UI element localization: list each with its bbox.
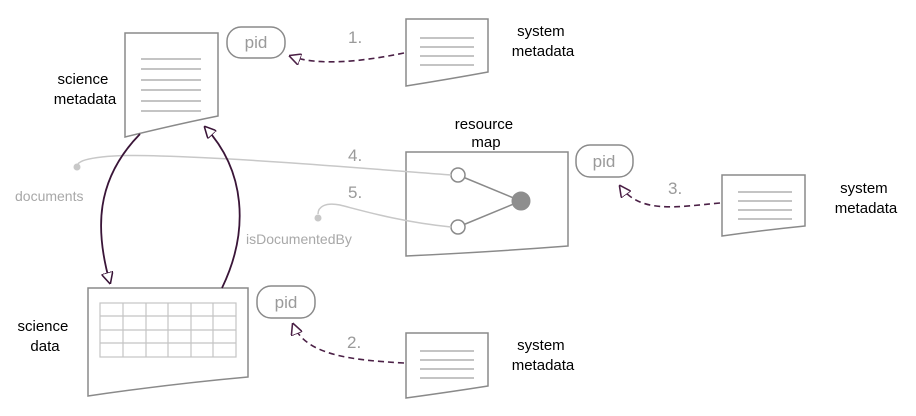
step-5-label: 5. [348,183,362,202]
aggregation-link-top [457,174,522,202]
svg-text:pid: pid [245,33,268,52]
documents-relation-line [77,154,452,176]
svg-text:pid: pid [593,152,616,171]
system-metadata-label-2: system metadata [512,337,575,374]
pid-badge-resource-map: pid [575,144,634,178]
resource-map-document [405,151,569,257]
science-data-to-metadata-arrow [205,127,241,289]
pid-badge-science-metadata: pid [226,26,286,59]
describes-arrow-1 [290,52,405,62]
describes-arrow-3 [620,186,721,208]
describes-arrow-2 [293,324,405,364]
step-2-label: 2. [347,333,361,352]
step-4-label: 4. [348,146,362,165]
system-metadata-document-1 [405,18,489,87]
is-documented-by-relation-label: isDocumentedBy [246,231,352,247]
is-documented-by-relation-endpoint [314,214,322,222]
aggregated-resource-node-bottom [450,219,466,235]
system-metadata-label-1: system metadata [512,23,575,60]
document-text-lines [141,58,201,112]
science-data-label: science data [17,318,72,355]
science-data-document [87,287,249,397]
aggregation-node [511,191,531,211]
system-metadata-document-2 [405,332,489,399]
data-table-grid [99,302,237,358]
aggregated-resource-node-top [450,167,466,183]
pid-badge-science-data: pid [256,285,316,319]
svg-text:pid: pid [275,293,298,312]
documents-relation-endpoint [73,163,81,171]
is-documented-by-relation-line [317,203,452,228]
documents-relation-label: documents [15,188,83,204]
aggregation-link-bottom [457,200,522,228]
science-metadata-to-data-arrow [100,133,141,283]
science-metadata-label: science metadata [54,71,117,108]
system-metadata-label-3: system metadata [835,180,898,217]
resource-map-label: resource map [455,116,518,151]
science-metadata-document [124,32,219,138]
system-metadata-document-3 [721,174,806,237]
step-3-label: 3. [668,179,682,198]
step-1-label: 1. [348,28,362,47]
